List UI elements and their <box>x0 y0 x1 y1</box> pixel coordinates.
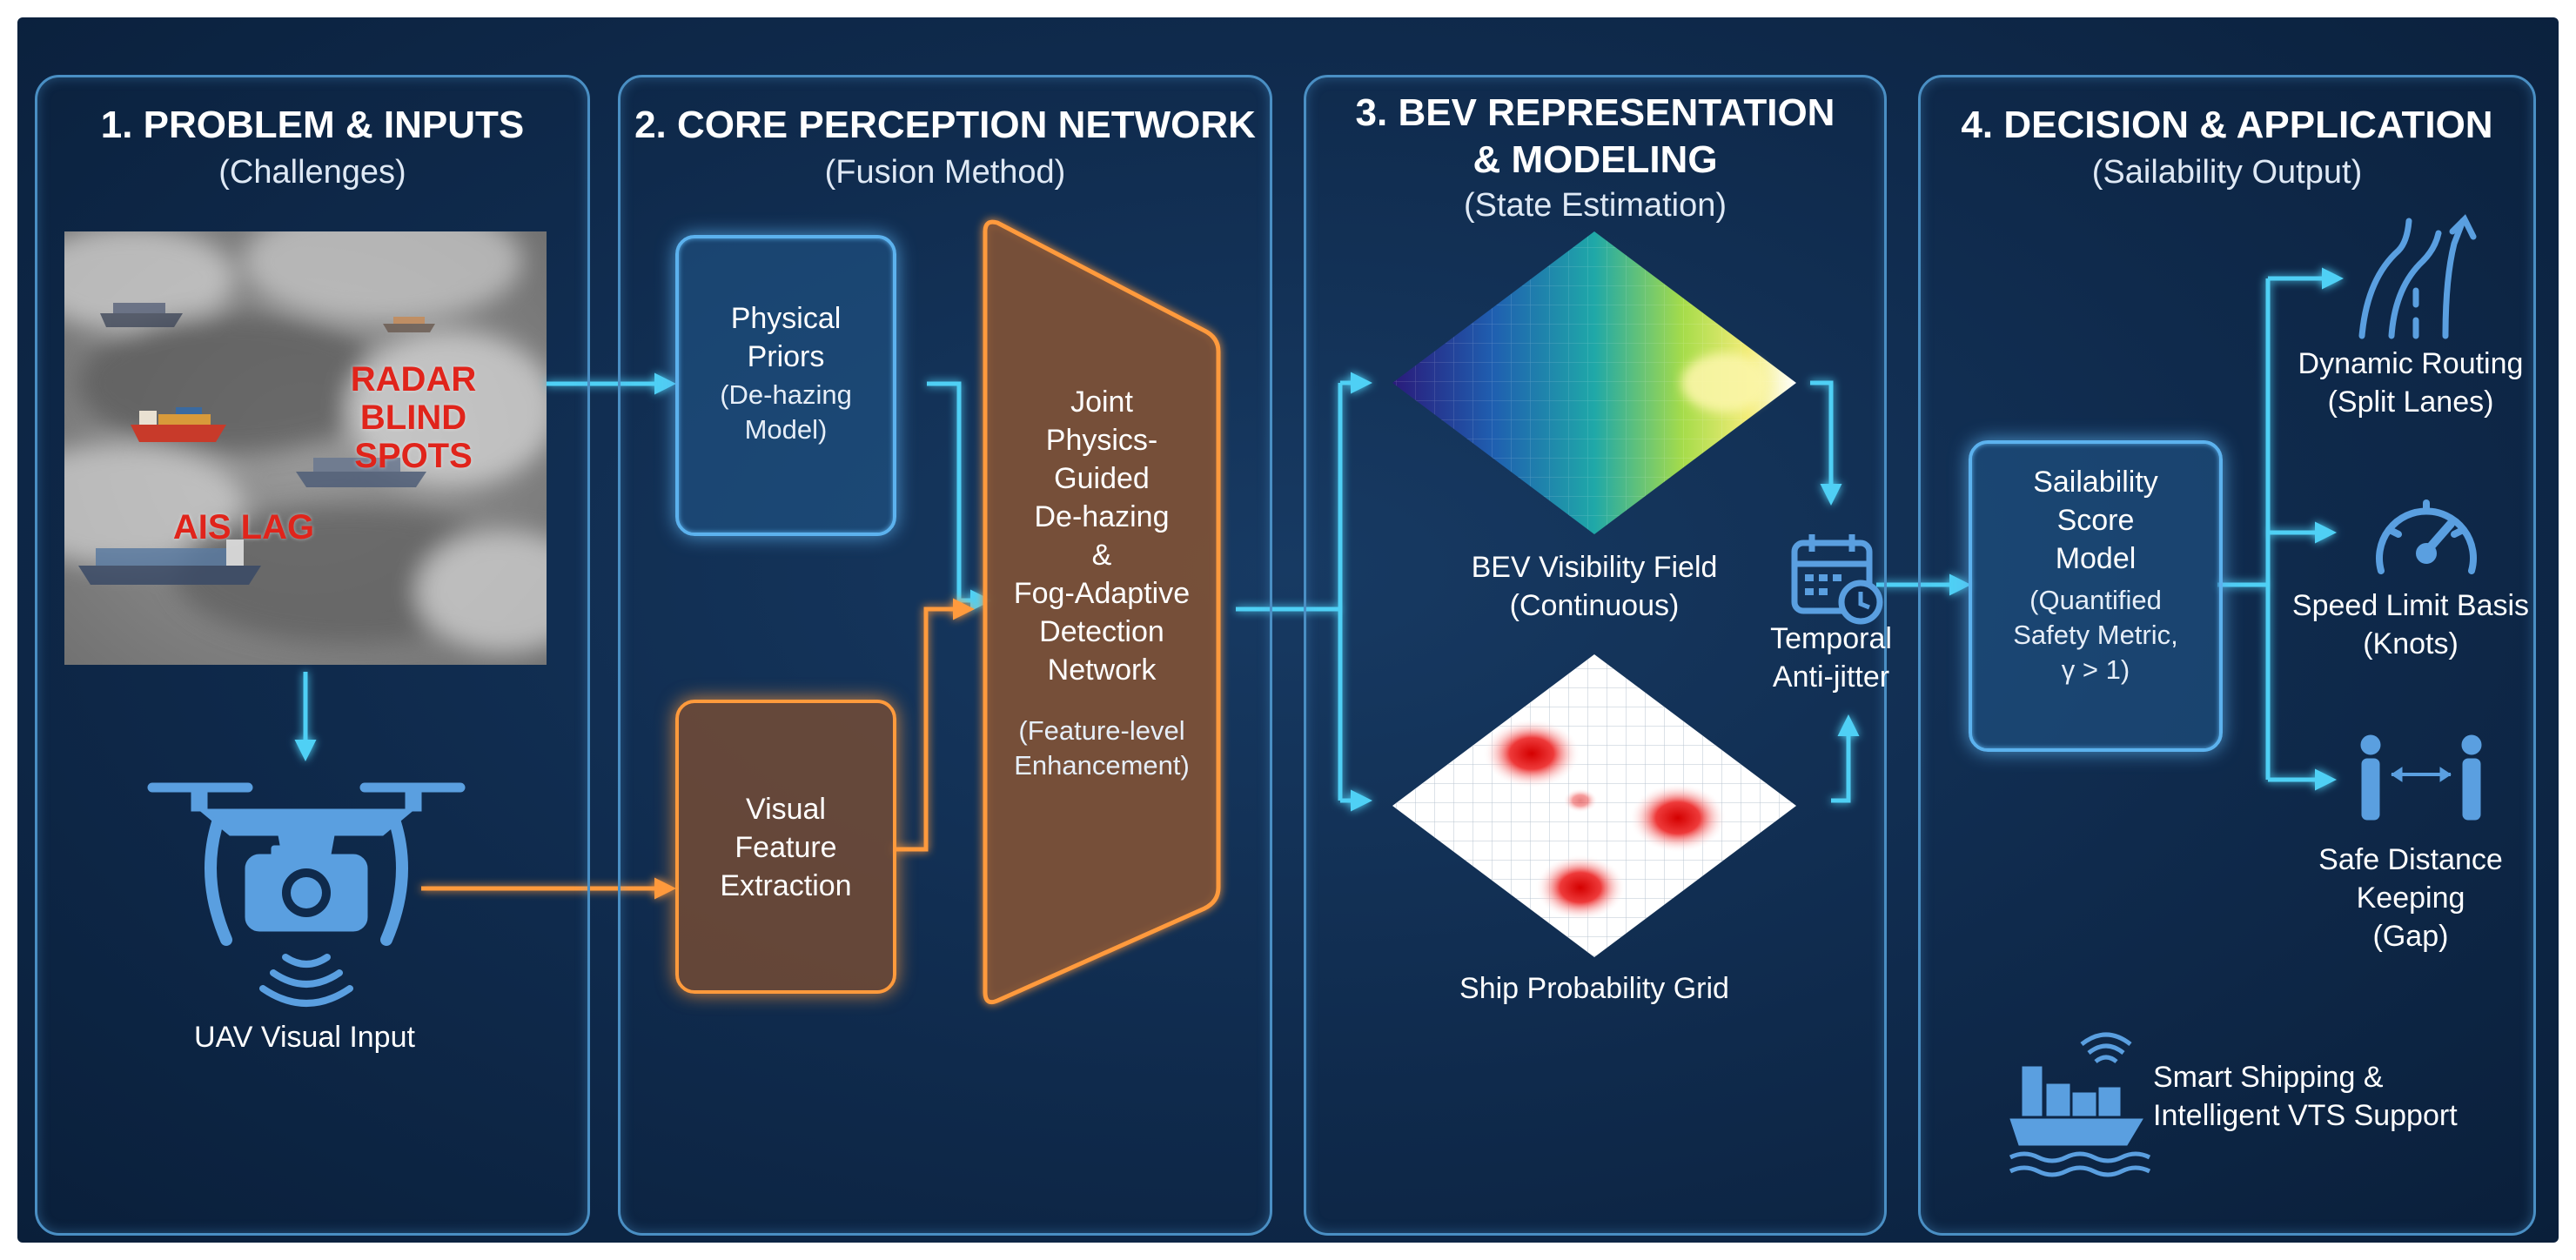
fog-scene-image <box>64 231 547 665</box>
joint-network-box <box>983 219 1221 1005</box>
connector-lines-orange <box>421 598 975 900</box>
dynamic-routing-label: Dynamic Routing (Split Lanes) <box>2298 347 2524 419</box>
visual-feature-extraction-box: Visual Feature Extraction <box>675 700 896 994</box>
ship-icon <box>131 407 226 442</box>
ship-icon <box>78 540 261 585</box>
diagram-graphics <box>64 214 2482 1177</box>
ais-lag-label: AIS LAG <box>172 508 315 546</box>
joint-network-sublabel: (Feature-level Enhancement) <box>1014 715 1190 781</box>
panel-subtitle: (Sailability Output) <box>2091 154 2363 191</box>
panel-title: & MODELING <box>1472 138 1718 181</box>
bev-visibility-label: BEV Visibility Field (Continuous) <box>1471 551 1718 622</box>
smart-ship-icon <box>2009 1032 2151 1177</box>
physical-priors-box: Physical Priors (De-hazing Model) <box>675 235 896 536</box>
panel-title: 1. PROBLEM & INPUTS <box>100 104 525 146</box>
panel-core-perception: 2. CORE PERCEPTION NETWORK (Fusion Metho… <box>618 75 1272 1236</box>
calendar-clock-icon <box>1791 534 1883 625</box>
joint-network-label: Joint Physics- Guided De-hazing & Fog-Ad… <box>1013 385 1191 687</box>
smart-shipping-label: Smart Shipping & Intelligent VTS Support <box>2153 1061 2458 1132</box>
bev-visibility-field <box>1392 231 1796 534</box>
panel-subtitle: (State Estimation) <box>1464 187 1727 224</box>
uav-visual-input-label: UAV Visual Input <box>194 1021 415 1054</box>
panel-problem-inputs: 1. PROBLEM & INPUTS (Challenges) <box>35 75 590 1236</box>
drone-icon <box>147 782 466 1007</box>
temporal-anti-jitter-label: Temporal Anti-jitter <box>1770 622 1892 694</box>
sailability-score-box: Sailability Score Model (Quantified Safe… <box>1969 440 2223 752</box>
ship-probability-grid <box>1392 654 1796 957</box>
ship-icon <box>100 303 183 327</box>
panel-subtitle: (Fusion Method) <box>824 154 1066 191</box>
routing-lanes-icon <box>2358 214 2477 339</box>
safe-distance-label: Safe Distance Keeping (Gap) <box>2318 843 2503 953</box>
diagram-canvas: 1. PROBLEM & INPUTS (Challenges) 2. CORE… <box>17 17 2559 1243</box>
panel-title: 3. BEV REPRESENTATION <box>1355 91 1835 134</box>
panel-bev-modeling: 3. BEV REPRESENTATION & MODELING (State … <box>1304 75 1887 1236</box>
safe-distance-icon <box>2360 734 2482 821</box>
panel-subtitle: (Challenges) <box>218 154 406 191</box>
ship-icon <box>383 317 435 332</box>
panel-decision-application: 4. DECISION & APPLICATION (Sailability O… <box>1918 75 2536 1236</box>
speedometer-icon <box>2376 499 2477 574</box>
ship-icon <box>296 458 426 487</box>
panel-title: 4. DECISION & APPLICATION <box>1961 104 2493 146</box>
speed-limit-label: Speed Limit Basis (Knots) <box>2291 589 2530 660</box>
ship-probability-grid-label: Ship Probability Grid <box>1459 972 1729 1005</box>
panel-title: 2. CORE PERCEPTION NETWORK <box>634 104 1256 146</box>
